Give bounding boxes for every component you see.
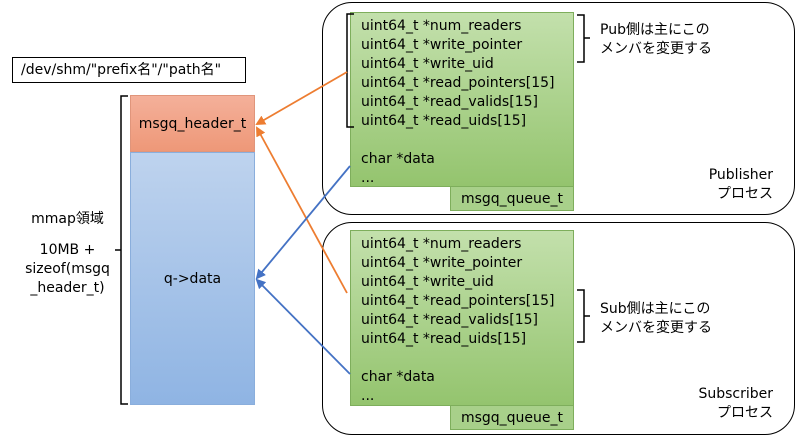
subscriber-note: Sub側は主にこの メンバを変更する <box>600 300 712 338</box>
publisher-process-label: Publisher プロセス <box>709 166 773 204</box>
sub-field-write-uid: uint64_t *write_uid <box>361 274 494 290</box>
subscriber-process-label: Subscriber プロセス <box>698 385 773 423</box>
sub-data-arrow <box>255 278 351 375</box>
subscriber-queue-name: msgq_queue_t <box>450 406 574 430</box>
sub-field-read-uids: uint64_t *read_uids[15] <box>361 331 527 347</box>
publisher-note-line2: メンバを変更する <box>600 41 712 57</box>
publisher-process-line2: プロセス <box>717 186 773 202</box>
pub-field-write-uid: uint64_t *write_uid <box>361 56 494 72</box>
mmap-data-block: q->data <box>130 152 255 405</box>
subscriber-note-line1: Sub側は主にこの <box>600 301 711 317</box>
publisher-queue-box: uint64_t *num_readers uint64_t *write_po… <box>350 12 574 187</box>
sub-field-read-valids: uint64_t *read_valids[15] <box>361 312 538 328</box>
pub-field-ellipsis: ... <box>361 170 375 186</box>
pub-field-read-pointers: uint64_t *read_pointers[15] <box>361 75 555 91</box>
sub-field-ellipsis: ... <box>361 388 375 404</box>
mmap-header-label: msgq_header_t <box>138 115 247 132</box>
publisher-queue-name: msgq_queue_t <box>450 187 574 211</box>
sub-field-data: char *data <box>361 369 435 385</box>
pub-field-write-pointer: uint64_t *write_pointer <box>361 37 523 53</box>
pub-field-read-valids: uint64_t *read_valids[15] <box>361 94 538 110</box>
sub-field-write-pointer: uint64_t *write_pointer <box>361 255 523 271</box>
subscriber-queue-box: uint64_t *num_readers uint64_t *write_po… <box>350 230 574 406</box>
mmap-region-label: mmap領域 <box>31 211 104 227</box>
publisher-note-line1: Pub側は主にこの <box>600 22 710 38</box>
mmap-data-label: q->data <box>163 270 222 287</box>
mmap-size-label: 10MB + sizeof(msgq _header_t) <box>25 242 110 296</box>
pub-header-arrow <box>255 71 348 126</box>
publisher-note: Pub側は主にこの メンバを変更する <box>600 21 712 59</box>
subscriber-note-line2: メンバを変更する <box>600 320 712 336</box>
publisher-process-line1: Publisher <box>708 167 773 183</box>
shm-path-label: /dev/shm/"prefix名"/"path名" <box>12 57 246 83</box>
sub-field-num-readers: uint64_t *num_readers <box>361 236 522 252</box>
mmap-region-bracket <box>120 95 128 405</box>
mmap-region-caption: mmap領域 10MB + sizeof(msgq _header_t) <box>20 210 115 298</box>
pub-data-arrow <box>255 165 351 280</box>
pub-fields-left-bracket <box>346 13 354 128</box>
sub-field-read-pointers: uint64_t *read_pointers[15] <box>361 293 555 309</box>
pub-field-data: char *data <box>361 151 435 167</box>
pub-note-bracket <box>577 14 585 63</box>
subscriber-process-line1: Subscriber <box>698 386 773 402</box>
mmap-header-block: msgq_header_t <box>130 95 255 152</box>
subscriber-process-line2: プロセス <box>717 405 773 421</box>
pub-field-read-uids: uint64_t *read_uids[15] <box>361 113 527 129</box>
pub-field-num-readers: uint64_t *num_readers <box>361 18 522 34</box>
sub-note-bracket <box>577 289 585 343</box>
sub-header-arrow <box>256 126 348 294</box>
